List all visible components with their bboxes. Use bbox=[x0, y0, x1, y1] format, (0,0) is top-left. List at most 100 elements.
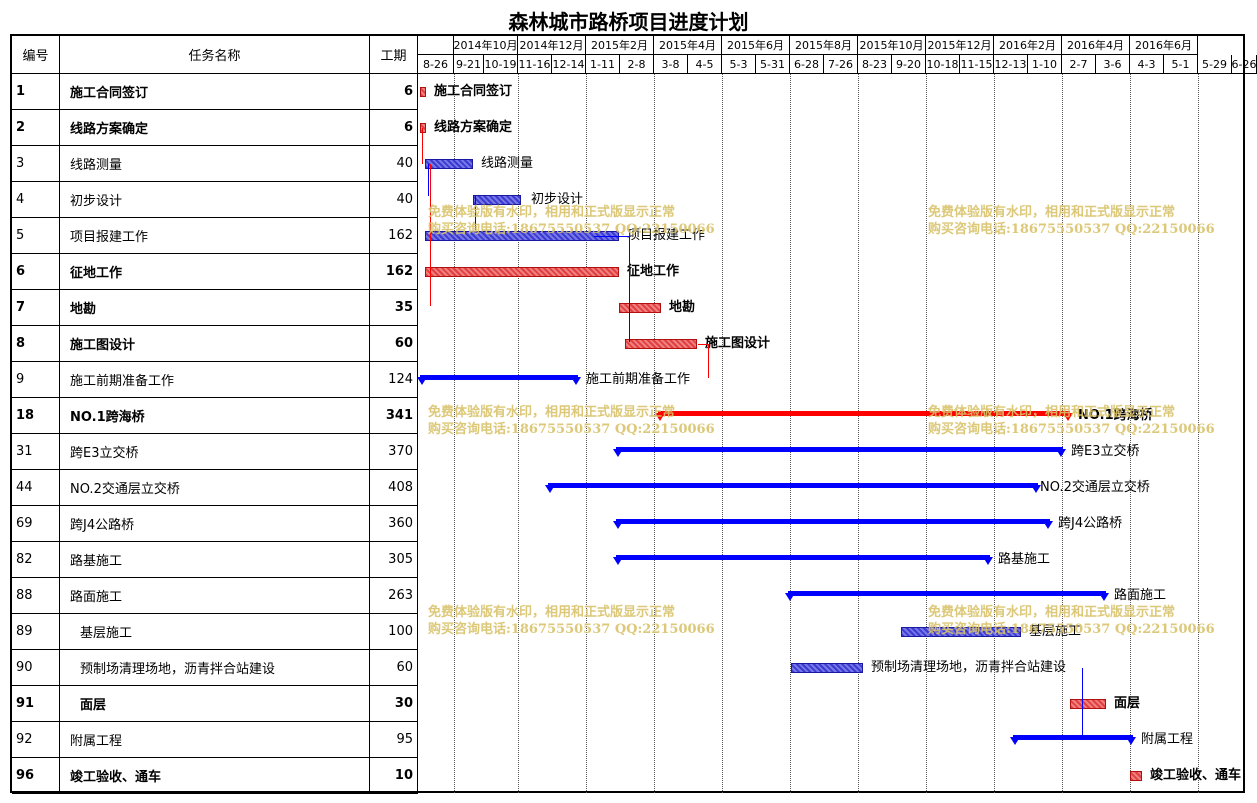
timeline-week: 8-26 bbox=[418, 55, 454, 74]
task-bar-label: 地勘 bbox=[669, 300, 696, 315]
task-name: 项目报建工作 bbox=[60, 218, 370, 254]
task-duration: 6 bbox=[370, 74, 418, 110]
timeline-gridline bbox=[994, 74, 995, 793]
header-duration[interactable]: 工期 bbox=[370, 36, 418, 74]
timeline-week: 1-10 bbox=[1028, 55, 1062, 74]
task-id: 6 bbox=[12, 254, 60, 290]
summary-bar-start-cap bbox=[655, 413, 665, 421]
timeline-week: 7-26 bbox=[824, 55, 858, 74]
task-id: 89 bbox=[12, 614, 60, 650]
header-task-name[interactable]: 任务名称 bbox=[60, 36, 370, 74]
summary-bar[interactable] bbox=[616, 555, 990, 560]
task-bar[interactable] bbox=[420, 123, 426, 133]
task-duration: 162 bbox=[370, 218, 418, 254]
header-id[interactable]: 编号 bbox=[12, 36, 60, 74]
task-duration: 60 bbox=[370, 650, 418, 686]
summary-bar-end-cap bbox=[1031, 485, 1041, 493]
summary-bar[interactable] bbox=[788, 591, 1106, 596]
summary-bar-start-cap bbox=[417, 377, 427, 385]
timeline-gridline bbox=[586, 74, 587, 793]
task-bar[interactable] bbox=[791, 663, 863, 673]
timeline-gridline bbox=[1198, 74, 1199, 793]
task-name: 附属工程 bbox=[60, 722, 370, 758]
task-duration: 370 bbox=[370, 434, 418, 470]
task-name: 预制场清理场地，沥青拌合站建设 bbox=[60, 650, 370, 686]
summary-bar-start-cap bbox=[613, 557, 623, 565]
task-duration: 263 bbox=[370, 578, 418, 614]
task-id: 1 bbox=[12, 74, 60, 110]
summary-bar[interactable] bbox=[548, 483, 1038, 488]
task-bar-label: NO.1跨海桥 bbox=[1078, 408, 1153, 423]
task-duration: 100 bbox=[370, 614, 418, 650]
task-bar-label: 路面施工 bbox=[1114, 588, 1167, 603]
task-bar[interactable] bbox=[1130, 771, 1142, 781]
task-bar[interactable] bbox=[901, 627, 1021, 637]
timeline-week: 11-16 bbox=[518, 55, 552, 74]
task-duration: 30 bbox=[370, 686, 418, 722]
task-bar-label: NO.2交通层立交桥 bbox=[1040, 480, 1150, 495]
task-bar-label: 预制场清理场地，沥青拌合站建设 bbox=[871, 660, 1067, 675]
summary-bar[interactable] bbox=[420, 375, 578, 380]
summary-bar[interactable] bbox=[616, 447, 1063, 452]
timeline-gridline bbox=[722, 74, 723, 793]
task-duration: 360 bbox=[370, 506, 418, 542]
dependency-link bbox=[594, 236, 629, 237]
task-name: 面层 bbox=[60, 686, 370, 722]
task-duration: 305 bbox=[370, 542, 418, 578]
timeline-month: 2016年2月 bbox=[994, 36, 1062, 55]
summary-bar[interactable] bbox=[616, 519, 1050, 524]
timeline-month: 2016年4月 bbox=[1062, 36, 1130, 55]
timeline-week: 4-5 bbox=[688, 55, 722, 74]
summary-bar-end-cap bbox=[1126, 737, 1136, 745]
timeline-gridline bbox=[790, 74, 791, 793]
task-bar[interactable] bbox=[1070, 699, 1106, 709]
timeline-week: 5-31 bbox=[756, 55, 790, 74]
task-bar[interactable] bbox=[425, 159, 473, 169]
timeline-week: 8-23 bbox=[858, 55, 892, 74]
timeline-month: 2015年6月 bbox=[722, 36, 790, 55]
task-bar[interactable] bbox=[625, 339, 697, 349]
timeline-month: 2014年12月 bbox=[518, 36, 586, 55]
dependency-link bbox=[430, 164, 431, 306]
task-bar-label: 施工图设计 bbox=[705, 336, 771, 351]
task-name: 地勘 bbox=[60, 290, 370, 326]
task-bar[interactable] bbox=[619, 303, 661, 313]
task-bar[interactable] bbox=[473, 195, 521, 205]
summary-bar-end-cap bbox=[571, 377, 581, 385]
task-id: 44 bbox=[12, 470, 60, 506]
task-bar-label: 施工合同签订 bbox=[434, 84, 513, 99]
summary-bar[interactable] bbox=[1013, 735, 1133, 740]
summary-bar[interactable] bbox=[658, 411, 1070, 416]
summary-bar-start-cap bbox=[785, 593, 795, 601]
task-name: NO.1跨海桥 bbox=[60, 398, 370, 434]
task-bar[interactable] bbox=[425, 267, 619, 277]
task-bar[interactable] bbox=[420, 87, 426, 97]
watermark-text: 购买咨询电话:18675550537 QQ:22150066 bbox=[428, 422, 715, 437]
task-id: 7 bbox=[12, 290, 60, 326]
summary-bar-end-cap bbox=[1099, 593, 1109, 601]
timeline-week: 9-21 bbox=[454, 55, 484, 74]
task-id: 2 bbox=[12, 110, 60, 146]
watermark-text: 购买咨询电话:18675550537 QQ:22150066 bbox=[428, 622, 715, 637]
